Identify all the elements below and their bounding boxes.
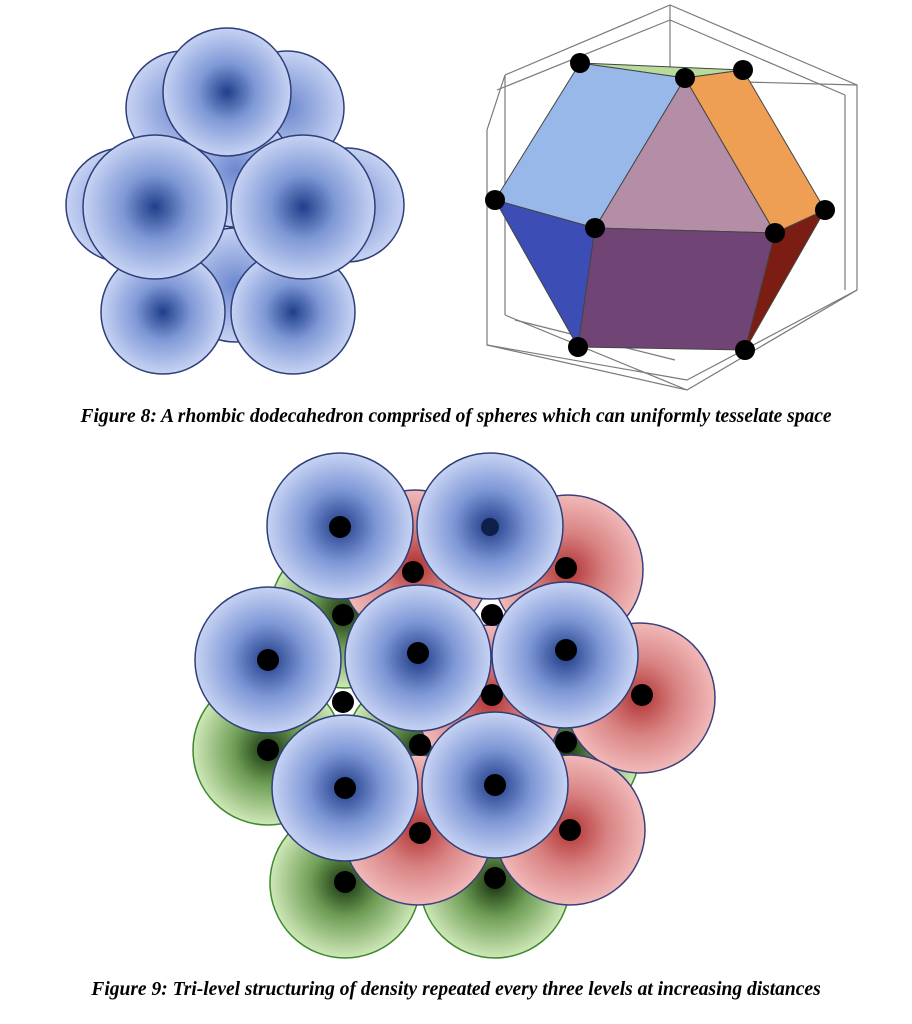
vertex-dot [570, 53, 590, 73]
center-dot [257, 649, 279, 671]
face-purple [577, 227, 776, 351]
center-dot [555, 557, 577, 579]
vertex-dot [485, 190, 505, 210]
center-dot [409, 734, 431, 756]
center-dot [334, 871, 356, 893]
center-dot [332, 691, 354, 713]
vertex-dot [568, 337, 588, 357]
center-dot [555, 639, 577, 661]
vertex-dots [485, 53, 835, 360]
center-dot [402, 561, 424, 583]
fig8-rhombic-dodecahedron [485, 4, 858, 391]
figure-9-caption: Figure 9: Tri-level structuring of densi… [91, 979, 821, 1000]
center-dot [555, 731, 577, 753]
sphere [230, 134, 376, 280]
center-dot [484, 774, 506, 796]
vertex-dot [733, 60, 753, 80]
figure-8-caption: Figure 8: A rhombic dodecahedron compris… [80, 406, 832, 427]
face-dark-red [744, 208, 827, 351]
wireframe-box [486, 4, 858, 391]
center-dot [329, 516, 351, 538]
sphere [82, 134, 228, 280]
center-dot [409, 822, 431, 844]
center-dot-highlight [481, 518, 499, 536]
vertex-dot [585, 218, 605, 238]
center-dot [257, 739, 279, 761]
center-dot [407, 642, 429, 664]
vertex-dot [815, 200, 835, 220]
center-dot [332, 604, 354, 626]
sphere [162, 27, 292, 157]
vertex-dot [675, 68, 695, 88]
center-dot [559, 819, 581, 841]
vertex-dot [735, 340, 755, 360]
center-dot [334, 777, 356, 799]
center-dot [484, 867, 506, 889]
fig8-sphere-cluster [65, 27, 405, 375]
center-dots [257, 516, 653, 893]
center-dot [481, 604, 503, 626]
center-dot [481, 684, 503, 706]
fig9-sphere-layers [192, 452, 716, 959]
center-dot [631, 684, 653, 706]
vertex-dot [765, 223, 785, 243]
